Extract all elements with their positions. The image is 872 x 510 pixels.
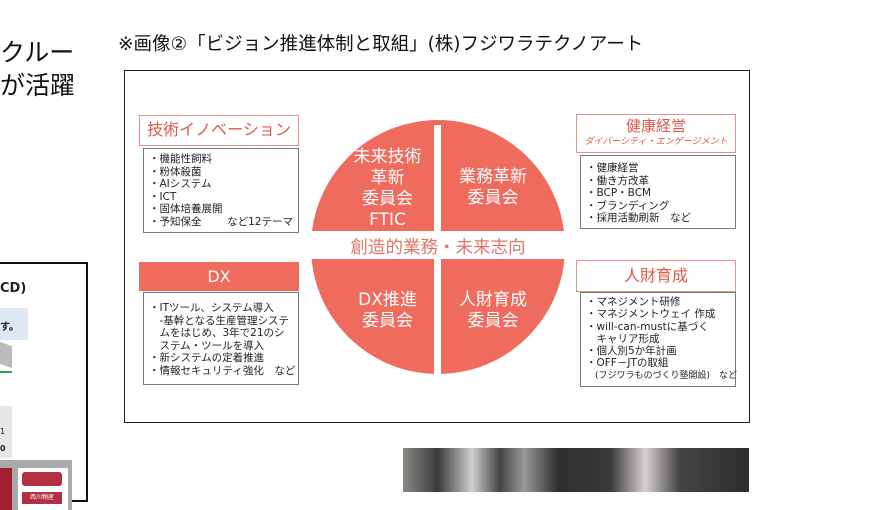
list-item: ステム・ツールを導入	[149, 339, 265, 352]
quadrant-hr: 人財育成 委員会	[448, 290, 538, 332]
list-suffix: など12テーマ	[227, 215, 293, 228]
line: 未来技術	[353, 147, 422, 167]
list-item: ・ブランディング	[586, 199, 670, 212]
line: 委員会	[467, 311, 519, 331]
truck-label: 西川物産	[22, 492, 62, 504]
dx-title: DX	[139, 262, 299, 291]
line: 業務革新	[459, 167, 527, 187]
list-item: ・健康経営	[586, 162, 639, 174]
health-subtitle: ダイバーシティ・エンゲージメント	[584, 137, 728, 147]
innovation-list: ・機能性飼料 ・粉体殺菌 ・AIシステム ・ICT ・固体培養展開 ・予知保全 な…	[143, 148, 299, 233]
panel-heading-fragment: CD)	[0, 281, 27, 296]
panel-note-fragment: す。	[0, 308, 28, 340]
list-item: キャリア形成	[586, 332, 660, 345]
quadrant-ftic: 未来技術 革新 委員会 FTIC	[345, 147, 430, 231]
truck-frame: 西川物産	[0, 460, 72, 510]
list-item-last: ・予知保全 など12テーマ	[149, 216, 293, 229]
list-item: ・マネジメント研修	[586, 296, 681, 308]
line: FTIC	[369, 210, 406, 230]
list-item: (フジワラものづくり塾開設) など	[586, 370, 738, 381]
line: 革新	[370, 168, 405, 188]
circle-graphic	[311, 120, 565, 375]
line: 委員会	[362, 311, 413, 331]
center-slogan: 創造的業務・未来志向	[350, 238, 526, 258]
innovation-title: 技術イノベーション	[139, 115, 299, 146]
hr-list: ・マネジメント研修 ・マネジメントウェイ 作成 ・will-can-mustに基…	[580, 292, 738, 387]
hr-title: 人財育成	[576, 260, 736, 292]
list-item: -基幹となる生産管理システ	[149, 314, 289, 327]
list-item: ・OFF－JTの取組	[586, 357, 669, 370]
quadrant-business: 業務革新 委員会	[448, 167, 538, 209]
list-item: ・AIシステム	[149, 178, 212, 190]
truck-card: 西川物産	[18, 468, 68, 510]
list-item: ・情報セキュリティ強化 など	[149, 364, 296, 377]
list-item: ・予知保全	[149, 215, 202, 228]
cell: 0	[0, 444, 6, 453]
list-item: ・ITツール、システム導入	[149, 302, 274, 314]
list-item: ・採用活動刷新 など	[586, 212, 691, 224]
vertical-divider	[434, 125, 441, 375]
health-list: ・健康経営 ・働き方改革 ・BCP・BCM ・ブランディング ・採用活動刷新 な…	[580, 155, 736, 229]
health-title-box: 健康経営 ダイバーシティ・エンゲージメント	[576, 114, 736, 153]
list-item: ・新システムの定着推進	[149, 352, 265, 364]
list-item: ・ICT	[149, 190, 177, 203]
list-item: ・個人別5か年計画	[586, 345, 677, 358]
list-item: ・will-can-mustに基づく	[586, 320, 709, 333]
red-block	[0, 468, 12, 510]
truck-icon	[22, 472, 62, 486]
list-item: ・機能性飼料	[149, 153, 212, 165]
house-roof	[0, 341, 12, 369]
image-caption: ※画像②「ビジョン推進体制と取組」(株)フジワラテクノアート	[118, 34, 644, 55]
cell: 1	[0, 427, 6, 436]
line: 人財育成	[459, 290, 527, 310]
list-item: ムをはじめ、3年で21のシ	[149, 327, 285, 339]
left-cropped-panel: CD) す。 1 0 西川物産	[0, 262, 88, 510]
table-fragment: 1 0	[0, 406, 12, 458]
left-heading-line1: クルー	[0, 38, 75, 67]
list-item: ・BCP・BCM	[586, 187, 652, 199]
list-item: ・固体培養展開	[149, 203, 223, 215]
list-item: ・マネジメントウェイ 作成	[586, 308, 716, 321]
green-line	[0, 371, 12, 373]
list-item: ・働き方改革	[586, 174, 649, 187]
left-heading-line2: が活躍	[0, 71, 76, 100]
line: 委員会	[467, 188, 519, 208]
list-item: ・粉体殺菌	[149, 165, 202, 178]
line: DX推進	[358, 290, 417, 310]
dx-list: ・ITツール、システム導入 -基幹となる生産管理システ ムをはじめ、3年で21の…	[143, 292, 299, 385]
office-photo	[403, 448, 749, 492]
health-title: 健康経営	[625, 117, 686, 135]
line: 委員会	[362, 189, 413, 209]
quadrant-dx: DX推進 委員会	[345, 290, 430, 332]
